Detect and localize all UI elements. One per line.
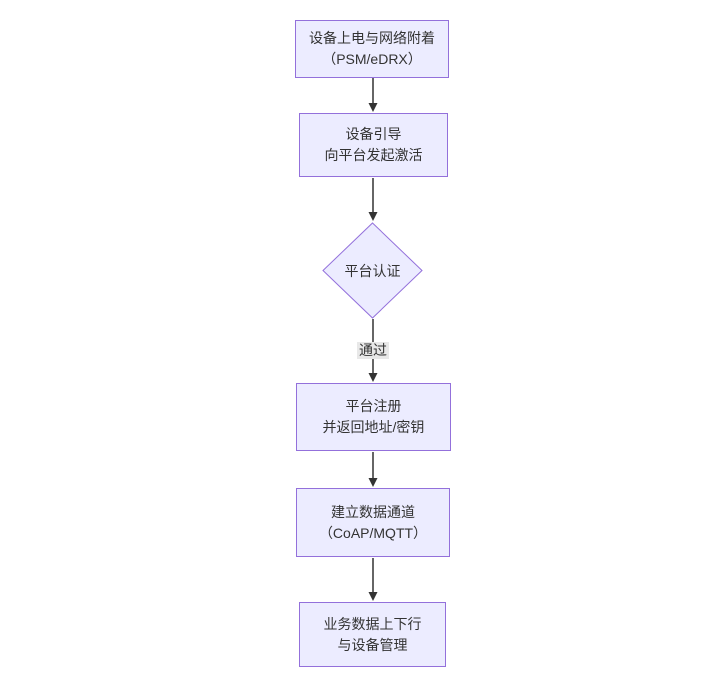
node-text-line: 业务数据上下行: [323, 615, 422, 632]
node-text-line: 与设备管理: [337, 636, 408, 653]
node-text-line: （CoAP/MQTT）: [318, 524, 428, 541]
node-data-channel: 建立数据通道 （CoAP/MQTT）: [296, 488, 450, 557]
node-text-line: 设备上电与网络附着: [309, 30, 435, 46]
node-text-line: 设备引导: [345, 126, 402, 142]
arrowhead-business: [368, 592, 378, 601]
edge-label-pass: 通过: [357, 342, 389, 359]
arrowhead-bootstrap: [368, 103, 378, 112]
arrowhead-auth: [368, 212, 378, 221]
node-text-line: 并返回地址/密钥: [322, 419, 425, 435]
node-device-power-attach: 设备上电与网络附着 （PSM/eDRX）: [295, 20, 449, 78]
arrowhead-register: [368, 373, 378, 382]
node-text-line: 平台认证: [344, 262, 401, 279]
node-business-data-mgmt: 业务数据上下行 与设备管理: [299, 602, 446, 667]
diamond-shape: [322, 222, 423, 319]
node-platform-register: 平台注册 并返回地址/密钥: [296, 383, 451, 451]
node-device-bootstrap: 设备引导 向平台发起激活: [299, 113, 448, 177]
node-text-line: 向平台发起激活: [324, 147, 423, 163]
node-text-line: （PSM/eDRX）: [322, 51, 422, 67]
node-text-line: 建立数据通道: [331, 503, 415, 520]
node-text-line: 平台注册: [345, 398, 402, 414]
arrowhead-channel: [368, 478, 378, 487]
node-platform-auth-decision: 平台认证: [322, 222, 423, 319]
